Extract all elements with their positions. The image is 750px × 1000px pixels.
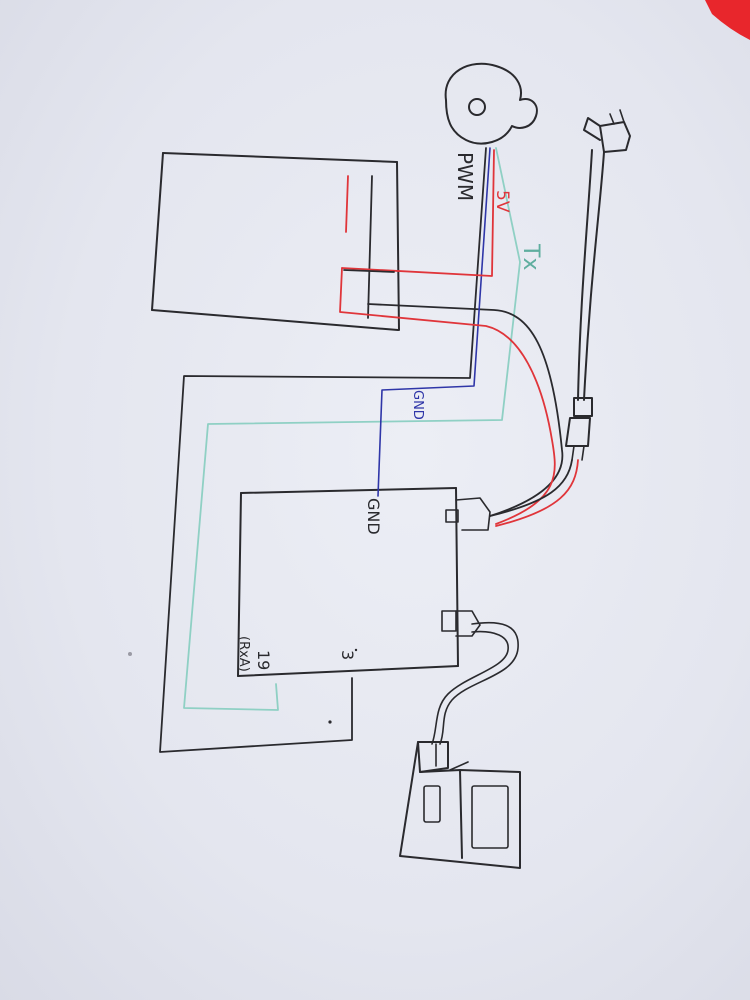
corner-accent <box>705 0 750 40</box>
wire-gnd <box>377 147 491 497</box>
lcd-display-icon <box>399 741 521 869</box>
wire-black-box <box>367 175 373 319</box>
wire-red-plug <box>495 459 579 527</box>
usb-cable <box>439 621 519 745</box>
label-pwm: PWM <box>453 152 477 201</box>
wire-black-power <box>367 303 564 517</box>
label-5v: 5V <box>492 190 512 213</box>
wire-red-box-2 <box>339 267 556 525</box>
stray-dot <box>354 648 358 652</box>
fan-icon <box>444 62 538 145</box>
label-gnd-wire: GND <box>410 390 425 420</box>
controller-board <box>237 487 491 677</box>
label-tx: Tx <box>518 243 543 270</box>
wall-plug-icon <box>565 109 631 461</box>
wire-tx <box>183 147 521 711</box>
wire-5v <box>341 149 495 277</box>
power-supply-box <box>151 152 400 331</box>
wire-red-box-1 <box>345 175 349 233</box>
label-pin-3: 3 <box>338 650 357 660</box>
label-gnd-pin: GND <box>364 498 383 535</box>
stray-dot <box>328 720 332 724</box>
label-pin-19: 19 <box>254 650 273 670</box>
wire-black-plug <box>489 459 573 517</box>
stray-dot <box>128 652 132 656</box>
wire-black-loop <box>159 147 487 753</box>
usb-cable-inner <box>431 630 509 745</box>
wire-black-box-2 <box>343 269 395 273</box>
label-rxa: (RxA) <box>236 636 251 672</box>
